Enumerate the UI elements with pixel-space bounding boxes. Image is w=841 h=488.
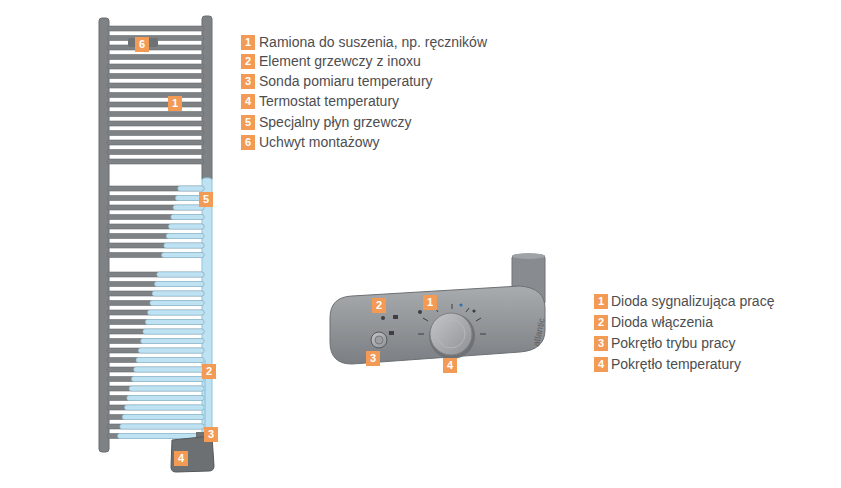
callout-number: 1	[241, 35, 255, 50]
callout-number: 1	[168, 96, 182, 111]
fluid-bar	[136, 358, 204, 363]
callout-number: 2	[202, 364, 216, 379]
fluid-bar	[162, 253, 204, 258]
drying-bar	[107, 434, 204, 439]
drying-bar	[107, 396, 204, 401]
drying-bar	[107, 339, 204, 344]
fluid-bar	[155, 282, 204, 287]
drying-bar	[107, 367, 204, 372]
drying-bar	[107, 348, 204, 353]
part-label: Pokrętło temperatury	[611, 355, 741, 373]
drying-bar	[107, 243, 204, 248]
callout-number: 1	[594, 294, 608, 309]
drying-bar	[107, 159, 204, 164]
callout-number: 6	[241, 135, 255, 150]
drying-bar	[107, 234, 204, 239]
fluid-bar	[152, 291, 204, 296]
fluid-bar	[131, 377, 204, 382]
drying-bar	[107, 215, 204, 220]
callout-number: 2	[594, 315, 608, 330]
drying-bar	[107, 112, 204, 117]
drying-bar	[107, 329, 204, 334]
drying-bar	[107, 186, 204, 191]
drying-bar	[107, 386, 204, 391]
fluid-bar	[157, 272, 204, 277]
drying-bar	[107, 224, 204, 229]
callout-number: 4	[174, 451, 188, 466]
drying-bar	[107, 415, 204, 420]
fluid-bar	[150, 301, 204, 306]
rail	[202, 16, 212, 182]
fluid-bar	[169, 224, 204, 229]
callout-number: 3	[366, 351, 380, 366]
drying-bar	[107, 196, 204, 201]
brand-label: atlantic	[531, 317, 547, 347]
drying-bar	[107, 358, 204, 363]
callout-number: 3	[204, 427, 218, 442]
part-label: Pokrętło trybu pracy	[611, 334, 736, 352]
fluid-bar	[125, 405, 204, 410]
fluid-bar	[148, 310, 204, 315]
callout-number: 6	[135, 37, 149, 52]
drying-bar	[107, 320, 204, 325]
part-label: Element grzewczy z inoxu	[259, 52, 421, 70]
drying-bar	[107, 140, 204, 145]
callout-number: 4	[594, 357, 608, 372]
drying-bar	[107, 26, 204, 31]
callout-number: 2	[241, 54, 255, 69]
part-label: Dioda sygnalizująca pracę	[611, 292, 774, 310]
part-label: Uchwyt montażowy	[259, 133, 380, 151]
part-label: Ramiona do suszenia, np. ręczników	[259, 33, 487, 51]
drying-bar	[107, 102, 204, 107]
fluid-bar	[166, 234, 204, 239]
drying-bar	[107, 301, 204, 306]
drying-bar	[107, 282, 204, 287]
fluid-bar	[164, 243, 204, 248]
drying-bar	[107, 93, 204, 98]
drying-bar	[107, 121, 204, 126]
fluid-bar	[143, 329, 204, 334]
towel-radiator	[99, 16, 214, 472]
callout-number: 2	[372, 298, 386, 313]
drying-bar	[107, 272, 204, 277]
drying-bar	[107, 405, 204, 410]
callout-number: 3	[241, 74, 255, 89]
fluid-bar	[171, 215, 204, 220]
drying-bar	[107, 64, 204, 69]
fluid-bar	[134, 367, 204, 372]
callout-number: 5	[241, 115, 255, 130]
drying-bar	[107, 74, 204, 79]
drying-bar	[107, 150, 204, 155]
part-label: Specjalny płyn grzewczy	[259, 113, 412, 131]
callout-number: 4	[241, 94, 255, 109]
drying-bar	[107, 377, 204, 382]
control-unit	[330, 253, 545, 364]
fluid-bar	[127, 396, 204, 401]
fluid-bar	[120, 424, 204, 429]
drying-bar	[107, 424, 204, 429]
part-label: Dioda włączenia	[611, 313, 713, 331]
fluid-bar	[178, 186, 204, 191]
drying-bar	[107, 205, 204, 210]
drying-bar	[107, 253, 204, 258]
callout-number: 3	[594, 336, 608, 351]
fluid-bar	[138, 348, 204, 353]
callout-number: 5	[199, 192, 213, 207]
fluid-bar	[145, 320, 204, 325]
part-label: Sonda pomiaru temperatury	[259, 72, 433, 90]
drying-bar	[107, 131, 204, 136]
fluid-bar	[129, 386, 204, 391]
drying-bar	[107, 83, 204, 88]
callout-number: 1	[423, 295, 437, 310]
drying-bar	[107, 55, 204, 60]
part-label: Termostat temperatury	[259, 92, 399, 110]
fluid-bar	[122, 415, 204, 420]
drying-bar	[107, 310, 204, 315]
fluid-bar	[141, 339, 204, 344]
drying-bar	[107, 291, 204, 296]
callout-number: 4	[443, 358, 457, 373]
